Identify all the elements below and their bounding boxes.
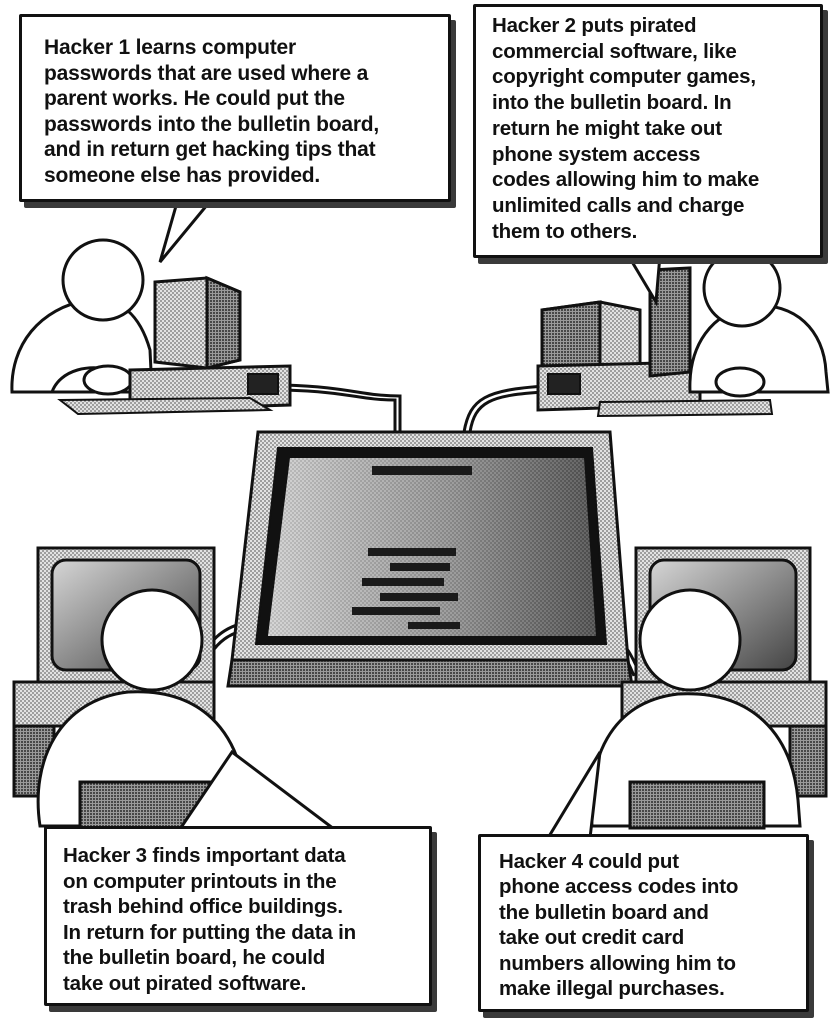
hacker2-station [538, 250, 828, 416]
hacker2-caption-line: unlimited calls and charge [492, 193, 814, 219]
hacker4-caption-line: make illegal purchases. [499, 976, 800, 1001]
hacker3-caption-line: the bulletin board, he could [63, 945, 423, 971]
hacker4-caption-line: take out credit card [499, 925, 800, 950]
hacker2-figure [690, 250, 828, 396]
hacker2-caption-line: copyright computer games, [492, 64, 814, 90]
hacker4-caption: Hacker 4 could put phone access codes in… [478, 834, 809, 1012]
hacker1-caption-line: passwords into the bulletin board, [44, 112, 440, 138]
hacker4-name: Hacker 4 [499, 850, 583, 873]
hacker1-caption-line: parent works. He could put the [44, 86, 440, 112]
hacker3-caption-line: Hacker 3 finds important data [63, 843, 423, 869]
hacker1-caption-line: Hacker 1 learns computer [44, 35, 440, 61]
hacker4-caption-line: Hacker 4 could put [499, 849, 800, 874]
hacker4-station [591, 548, 826, 828]
hacker1-caption-line: and in return get hacking tips that [44, 137, 440, 163]
hacker1-caption-line: passwords that are used where a [44, 61, 440, 87]
hacker2-caption-line: into the bulletin board. In [492, 90, 814, 116]
hacker4-caption-line: numbers allowing him to [499, 951, 800, 976]
hacker2-caption-line: phone system access [492, 142, 814, 168]
hacker3-caption-line: In return for putting the data in [63, 920, 423, 946]
hacker1-name: Hacker 1 [44, 36, 130, 59]
hacker3-caption-line: trash behind office buildings. [63, 894, 423, 920]
hacker4-caption-line: phone access codes into [499, 874, 800, 899]
hacker2-caption-line: return he might take out [492, 116, 814, 142]
hacker4-caption-line: the bulletin board and [499, 900, 800, 925]
hacker2-caption-line: commercial software, like [492, 39, 814, 65]
hacker3-caption-line: take out pirated software. [63, 971, 423, 997]
hacker2-caption: Hacker 2 puts pirated commercial softwar… [473, 4, 823, 258]
hacker1-caption-line: someone else has provided. [44, 163, 440, 189]
bulletin-board-terminal [228, 432, 632, 686]
hacker1-station [12, 240, 290, 414]
hacker2-name: Hacker 2 [492, 14, 576, 37]
hacker2-caption-line: them to others. [492, 219, 814, 245]
hacker3-name: Hacker 3 [63, 844, 147, 867]
hacker2-caption-line: codes allowing him to make [492, 167, 814, 193]
hacker3-caption-line: on computer printouts in the [63, 869, 423, 895]
hacker3-caption: Hacker 3 finds important data on compute… [44, 826, 432, 1006]
hacker2-caption-line: Hacker 2 puts pirated [492, 13, 814, 39]
hacker1-caption: Hacker 1 learns computer passwords that … [19, 14, 451, 202]
